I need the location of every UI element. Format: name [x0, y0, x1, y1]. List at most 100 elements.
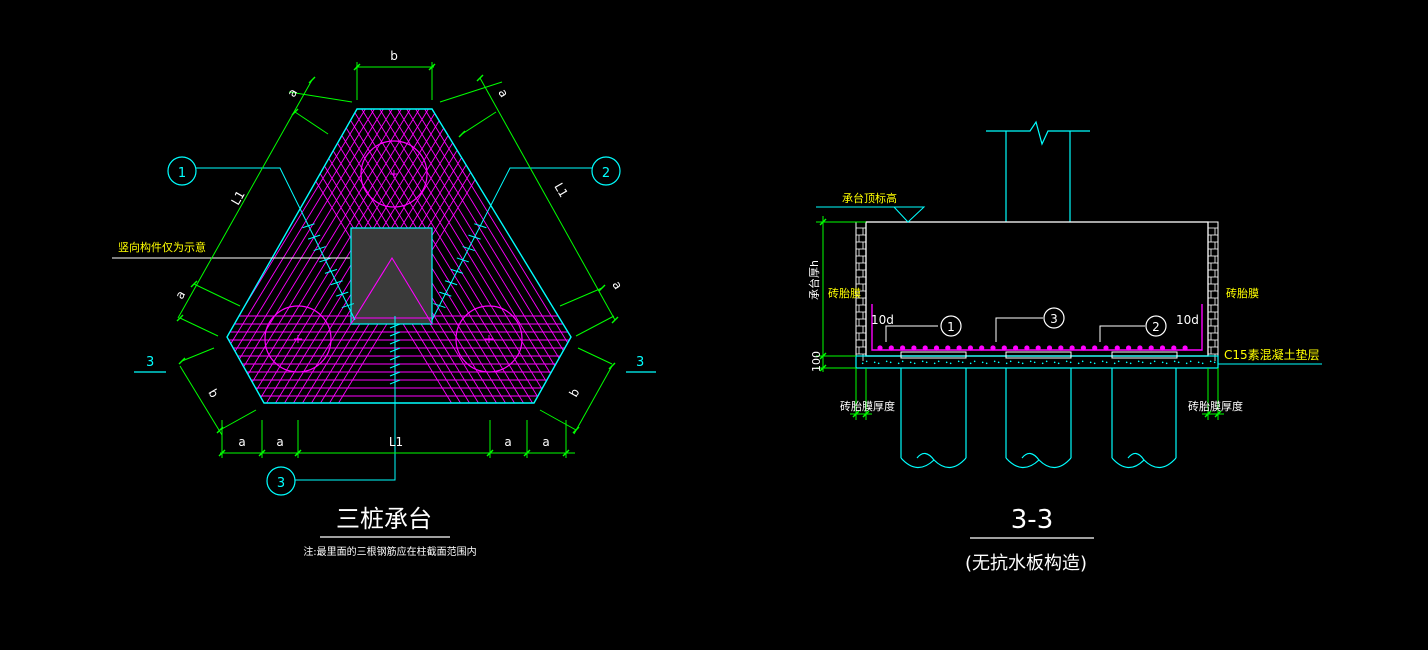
cushion-dot [1041, 362, 1044, 365]
cushion-dot [909, 361, 912, 364]
marker-3 [266, 466, 296, 496]
dim-tick [258, 449, 266, 457]
cushion-dot [1053, 361, 1056, 364]
cushion-dot [865, 360, 868, 363]
rebar-tick [389, 323, 401, 329]
pile-cap-outline [226, 108, 572, 404]
dim-tick [562, 449, 570, 457]
rebar-tick [389, 339, 401, 345]
cover-left: 10d [871, 313, 894, 327]
rebar-dot [911, 345, 917, 351]
cushion-dot [1113, 362, 1116, 365]
rebar-dot [1046, 345, 1053, 351]
cushion-dot [1057, 362, 1060, 365]
plan-dimension-ticks [176, 63, 619, 457]
dim-bottom-a3: a [504, 435, 511, 449]
rebar-tick [389, 331, 401, 337]
rebar-diagonal-left [227, 109, 502, 403]
marker-3-label: 3 [277, 476, 285, 491]
dim-tick [1204, 410, 1212, 418]
dim-tick [862, 410, 870, 418]
cushion-dot [957, 360, 960, 363]
dim-tick [598, 284, 606, 292]
cushion-dot [949, 362, 952, 365]
cushion-dot [1077, 362, 1080, 365]
rebar-dot [933, 345, 940, 351]
marker-1 [167, 156, 197, 186]
cushion-dot [1125, 361, 1128, 364]
annotation-text: 竖向构件仅为示意 [118, 240, 206, 254]
rebar-dot [1024, 345, 1030, 351]
dim-tick [523, 449, 531, 457]
leader-rebar-3 [295, 316, 396, 481]
brick-label-left: 砖胎膜 [828, 286, 861, 300]
cushion-dot [1209, 360, 1212, 363]
section-dimensions [816, 216, 1224, 420]
cushion-dot [1069, 361, 1072, 364]
rebar-dot [877, 345, 883, 351]
rebar-diagonal-right [279, 109, 571, 403]
dim-right-L1: L1 [551, 181, 570, 200]
column-break-line [986, 120, 1090, 146]
rebar-dot [1080, 345, 1086, 351]
section-subtitle: (无抗水板构造) [965, 553, 1087, 574]
dim-bottom-L1: L1 [389, 435, 403, 449]
cushion-dot [1137, 360, 1140, 363]
cushion-dot [937, 360, 940, 363]
dim-tick [819, 352, 827, 360]
section-mark-left: 3 [146, 355, 154, 370]
leader-rebar-2 [431, 167, 592, 321]
section-piles [900, 368, 1177, 469]
cushion-dot [1189, 360, 1192, 363]
elevation-symbol [816, 206, 926, 223]
cushion-dot [1093, 362, 1096, 365]
rebar-tick [389, 355, 401, 361]
cushion-hatch [861, 360, 1216, 365]
dim-tick [428, 63, 436, 71]
rebar-tick [341, 303, 355, 309]
section-marker-1 [940, 315, 962, 337]
cushion-dot [1005, 362, 1008, 365]
brick-thickness-left: 砖胎膜厚度 [840, 399, 895, 413]
rebar-diagonal-left [227, 109, 457, 403]
cushion-dot [933, 362, 936, 365]
rebar-diagonal-left [227, 109, 484, 403]
cushion-dot [993, 360, 996, 363]
rebar-dot [900, 345, 906, 351]
cushion-label: C15素混凝土垫层 [1224, 347, 1320, 362]
dim-tick [178, 357, 186, 365]
cushion-dot [1149, 362, 1152, 365]
cushion-dot [1101, 360, 1104, 363]
rebar-diagonal-right [351, 109, 571, 403]
rebar-dots [877, 345, 1188, 351]
dim-tick [819, 218, 827, 226]
cushion-dot [1161, 361, 1164, 364]
cushion-dot [1197, 361, 1200, 364]
cushion-dot [1153, 360, 1156, 363]
rebar-diagonal-left [227, 109, 430, 403]
dim-tick [216, 426, 224, 434]
rebar-dot [990, 345, 996, 351]
dim-tick [308, 76, 316, 84]
cushion-dot [897, 362, 900, 365]
section-mark-right: 3 [636, 355, 644, 370]
dim-bottom-a2: a [276, 435, 283, 449]
rebar-diagonal-right [342, 109, 571, 403]
rebar-tick [456, 257, 469, 263]
cushion-dot [885, 360, 888, 363]
rebar-dot [1114, 345, 1120, 351]
cushion-dot [889, 361, 892, 364]
rebar-tick [313, 246, 326, 252]
rebar-dot [1126, 345, 1132, 351]
rebar-tick [468, 234, 481, 240]
cushion-dot [861, 362, 864, 365]
rebar-dot [888, 345, 894, 351]
dim-tick [353, 63, 361, 71]
cushion-dot [877, 362, 880, 365]
cushion-dot [1021, 362, 1024, 365]
cushion-dot [1009, 360, 1012, 363]
cushion-dot [1033, 361, 1036, 364]
rebar-diagonal-right [288, 109, 571, 403]
plan-dimensions [177, 62, 616, 458]
